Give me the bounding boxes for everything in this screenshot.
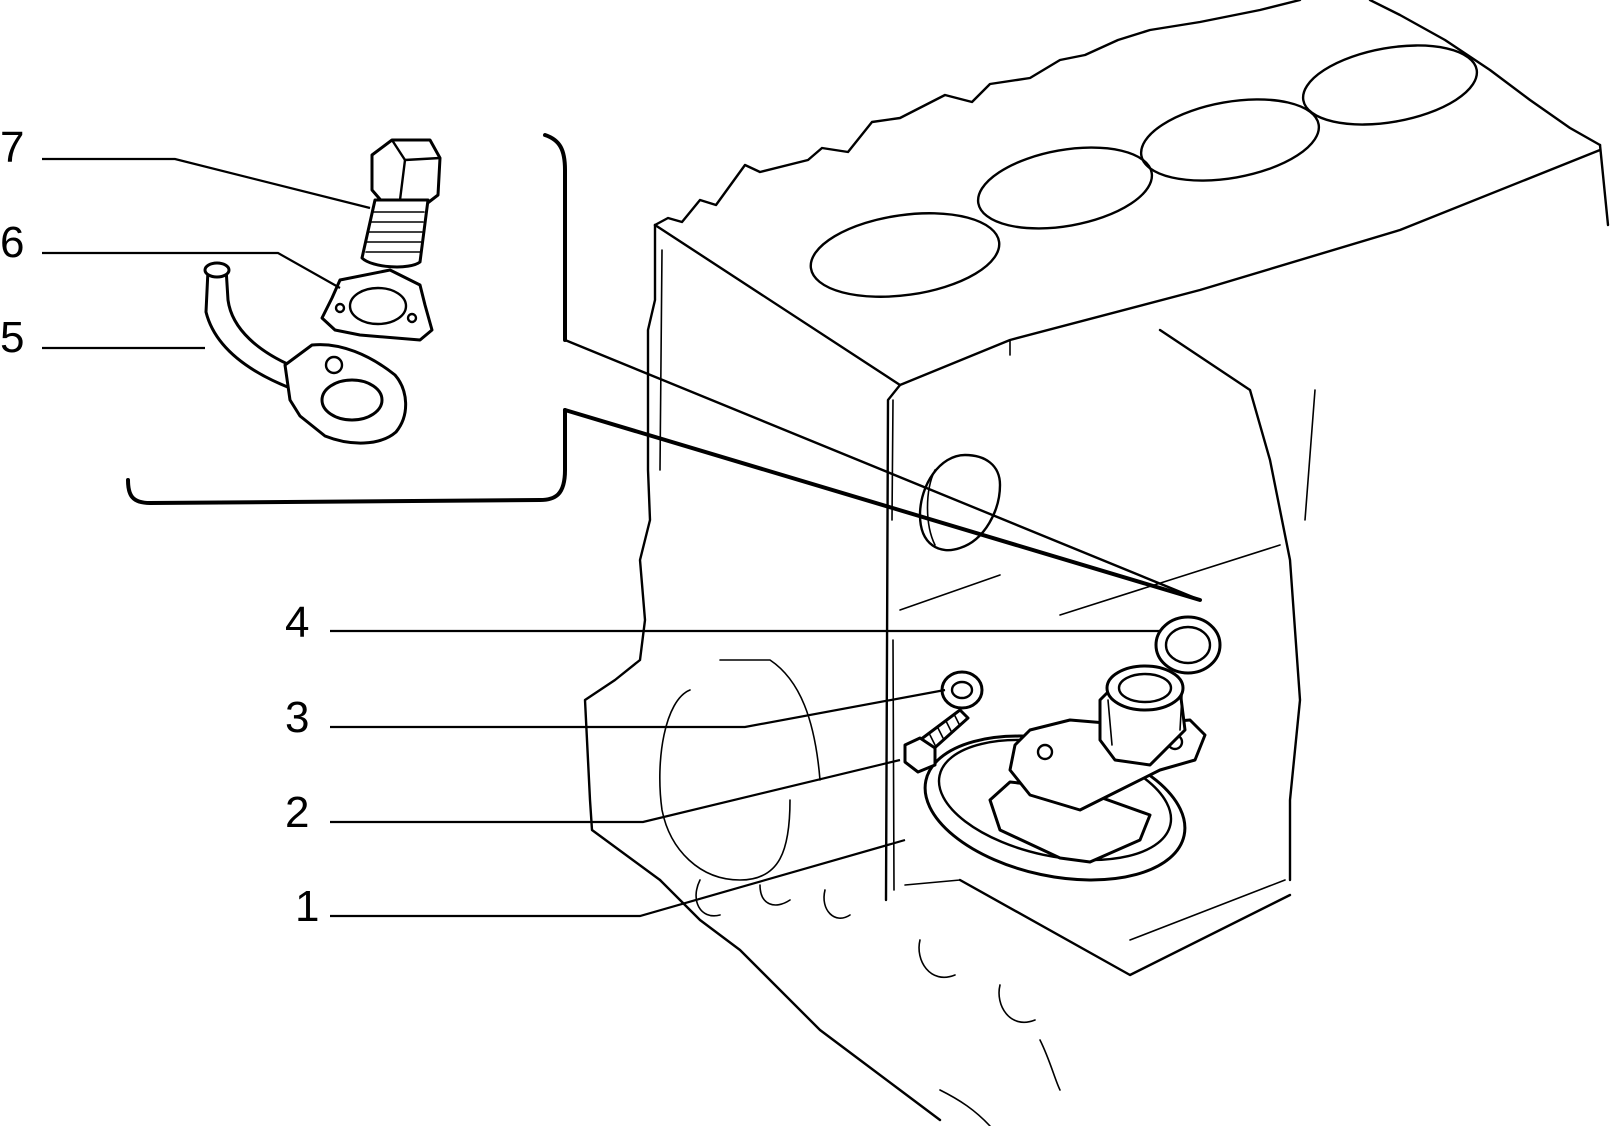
detail-inset <box>126 133 1202 602</box>
part-1-cover-with-union <box>923 664 1207 882</box>
leader-line-1 <box>330 838 906 918</box>
callout-7: 7 <box>0 123 24 172</box>
callout-6: 6 <box>0 218 24 267</box>
callout-1: 1 <box>295 882 319 931</box>
engine-block <box>583 0 1610 1126</box>
callout-2: 2 <box>285 788 309 837</box>
callout-4: 4 <box>285 598 309 647</box>
part-6-gasket <box>320 268 434 342</box>
part-3-washer <box>940 670 984 710</box>
part-7-banjo-bolt <box>360 138 442 269</box>
leader-line-7 <box>42 157 371 210</box>
leader-line-3 <box>330 688 946 729</box>
part-5-oil-pipe <box>203 261 408 445</box>
part-2-screw <box>903 708 970 774</box>
leader-lines <box>42 157 1160 918</box>
callout-labels: 7 6 5 4 3 2 1 <box>0 123 319 931</box>
part-4-seal-ring <box>1154 615 1222 675</box>
callout-5: 5 <box>0 313 24 362</box>
callout-3: 3 <box>285 693 309 742</box>
leader-line-2 <box>330 758 901 824</box>
leader-line-6 <box>42 251 341 289</box>
